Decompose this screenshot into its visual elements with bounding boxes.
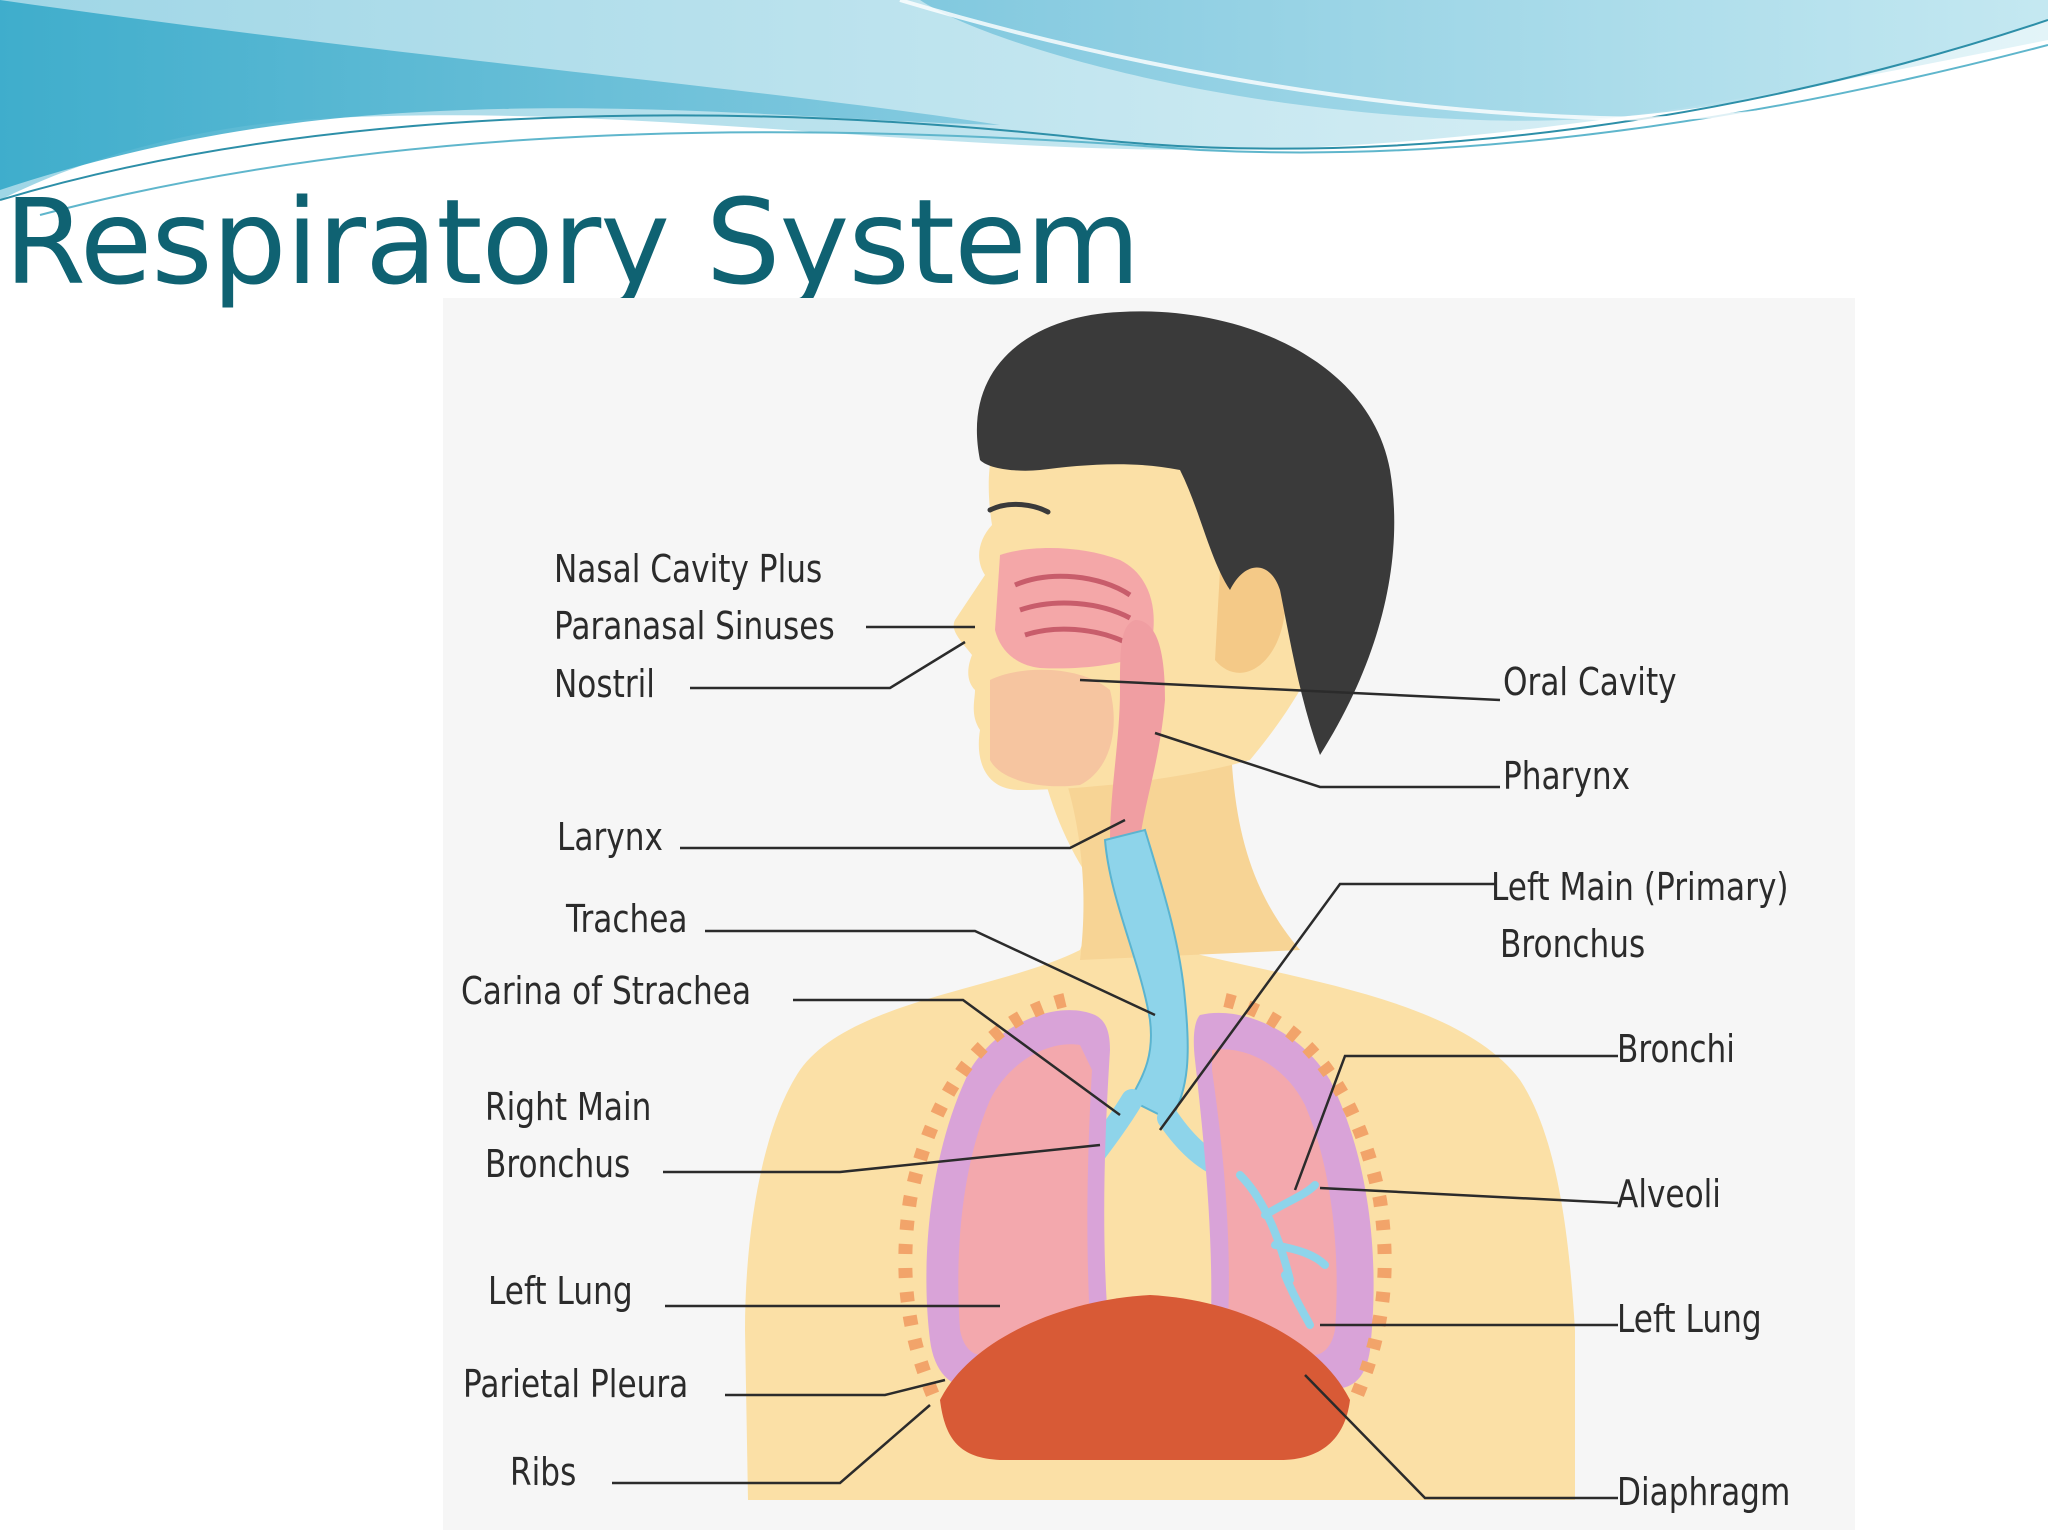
bronchial-tree	[1236, 1171, 1329, 1329]
banner-wave-front	[0, 0, 2048, 190]
banner-line-1	[0, 19, 2048, 201]
nasal-conchae	[1014, 573, 1132, 645]
hair	[976, 311, 1395, 755]
label-nostril: Nostril	[554, 662, 655, 706]
label-right-main-bronchus-line1: Right Main	[485, 1085, 652, 1129]
label-left-lung-left: Left Lung	[488, 1269, 633, 1313]
leader-right-main-bronchus	[663, 1143, 1101, 1174]
label-oral-cavity: Oral Cavity	[1503, 660, 1677, 704]
label-alveoli: Alveoli	[1617, 1172, 1721, 1216]
slide-title: Respiratory System	[4, 173, 1141, 311]
label-left-main-bronchus-line1: Left Main (Primary)	[1491, 865, 1789, 909]
label-left-main-bronchus-line2: Bronchus	[1500, 922, 1646, 966]
leader-bronchi	[1293, 1054, 1618, 1191]
label-right-main-bronchus-line2: Bronchus	[485, 1142, 631, 1186]
left-lung-inner	[1212, 1049, 1337, 1356]
header-wave-banner	[0, 0, 2048, 216]
leader-parietal-pleura	[725, 1378, 946, 1397]
label-nasal-cavity-line1: Nasal Cavity Plus	[554, 547, 823, 591]
banner-line-3	[899, 0, 2048, 121]
leader-larynx	[680, 818, 1126, 850]
eyebrow	[987, 501, 1051, 515]
pharynx-shape	[1110, 620, 1165, 840]
diaphragm-shape	[940, 1295, 1350, 1460]
leader-ribs	[612, 1404, 931, 1485]
label-pharynx: Pharynx	[1503, 754, 1631, 798]
banner-line-2	[39, 44, 2048, 216]
leader-oral-cavity	[1079, 678, 1501, 702]
label-parietal-pleura: Parietal Pleura	[463, 1362, 689, 1406]
label-left-lung-right: Left Lung	[1617, 1297, 1762, 1341]
leader-carina	[793, 998, 1121, 1117]
label-trachea: Trachea	[566, 897, 688, 941]
leader-left-main-bronchus	[1158, 882, 1495, 1131]
label-carina: Carina of Strachea	[461, 969, 752, 1013]
leader-trachea	[705, 929, 1156, 1017]
label-nasal-cavity-line2: Paranasal Sinuses	[554, 604, 835, 648]
label-ribs: Ribs	[510, 1450, 577, 1494]
oral-cavity-shape	[990, 669, 1114, 787]
ribs-right	[1223, 993, 1392, 1403]
right-lung-inner	[958, 1044, 1092, 1356]
leader-diaphragm	[1304, 1374, 1618, 1500]
ribs-left	[898, 993, 1067, 1403]
label-bronchi: Bronchi	[1617, 1027, 1735, 1071]
leader-alveoli	[1319, 1186, 1619, 1205]
leader-nostril	[690, 640, 966, 690]
label-larynx: Larynx	[557, 815, 663, 859]
leader-pharynx	[1154, 731, 1500, 789]
label-diaphragm: Diaphragm	[1617, 1470, 1791, 1514]
